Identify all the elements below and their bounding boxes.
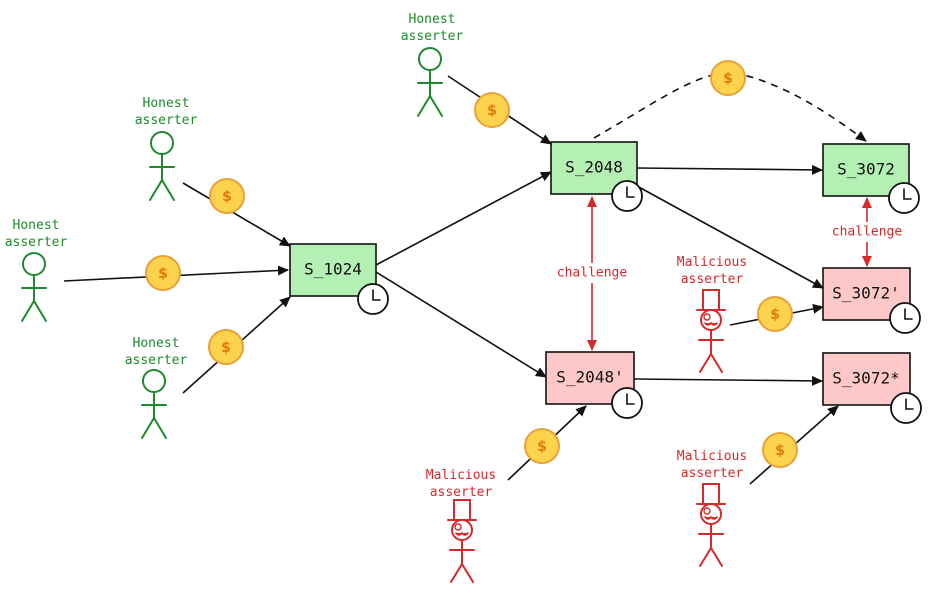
- edges: [63, 72, 867, 485]
- state-label: S_1024: [304, 260, 362, 279]
- svg-text:$: $: [222, 189, 232, 205]
- edge-honest2-to-s1024: [182, 182, 291, 247]
- edge-s1024-to-s2048p: [375, 271, 547, 378]
- coin-icon: $: [208, 329, 244, 365]
- clock-icon: [889, 302, 921, 334]
- edge-s2048-to-s3072p: [636, 185, 824, 289]
- state-label: S_2048: [565, 158, 623, 177]
- state-box-s1024[interactable]: S_1024: [289, 243, 377, 297]
- top-hat-figure-icon: [447, 499, 477, 583]
- clocks: [357, 180, 922, 424]
- challenge-label-2: challenge: [832, 225, 903, 240]
- edge-s2048p-to-s3072s: [633, 375, 823, 386]
- clock-icon: [888, 182, 920, 214]
- edge-s1024-to-s2048: [375, 171, 552, 266]
- clock-icon: [890, 392, 922, 424]
- svg-text:$: $: [537, 439, 547, 455]
- coin-icon: $: [209, 178, 245, 214]
- state-label: S_3072: [837, 160, 895, 179]
- top-hat-figure-icon: [696, 483, 726, 567]
- state-label: S_3072': [832, 284, 899, 303]
- top-hat-figure-icon: [696, 289, 726, 373]
- coin-icon: $: [524, 428, 560, 464]
- challenge-labels: challenge challenge: [548, 222, 909, 283]
- clock-icon: [611, 387, 643, 419]
- coin-icon: $: [474, 92, 510, 128]
- coin-icon: $: [145, 255, 181, 291]
- coin-icon: $: [757, 296, 793, 332]
- clock-icon: [611, 180, 643, 212]
- clock-icon: [357, 283, 389, 315]
- edge-s2048-to-s3072: [636, 164, 823, 175]
- svg-text:$: $: [158, 266, 168, 282]
- state-label: S_3072*: [832, 369, 899, 388]
- svg-text:$: $: [487, 103, 497, 119]
- stick-figure-icon: [417, 47, 443, 117]
- svg-text:$: $: [775, 443, 785, 459]
- coins: $ $ $ $ $ $ $ $: [145, 60, 798, 468]
- stick-figure-icon: [141, 369, 167, 439]
- svg-text:$: $: [723, 71, 733, 87]
- coin-icon: $: [762, 432, 798, 468]
- stick-figure-icon: [21, 252, 47, 322]
- state-label: S_2048': [556, 368, 623, 387]
- state-box-s2048p[interactable]: S_2048': [545, 351, 635, 405]
- svg-text:$: $: [221, 340, 231, 356]
- stick-figure-icon: [149, 131, 175, 201]
- challenge-label-1: challenge: [557, 266, 628, 281]
- asserter-figures: [21, 47, 726, 583]
- coin-icon: $: [710, 60, 746, 96]
- state-box-s3072p[interactable]: S_3072': [822, 267, 911, 321]
- svg-text:$: $: [770, 307, 780, 323]
